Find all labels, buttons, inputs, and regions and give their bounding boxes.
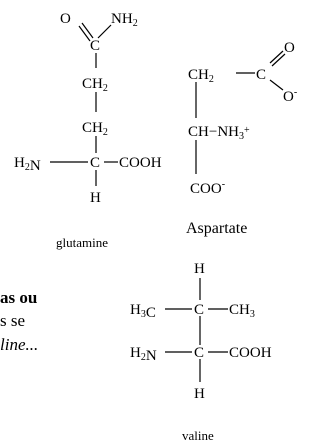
aspartate-caption: Aspartate: [186, 220, 247, 237]
glutamine-alpha-carbon: C: [90, 155, 100, 171]
glutamine-ch2-upper: CH2: [82, 76, 108, 94]
valine-lower-carbon: C: [194, 345, 204, 361]
valine-h2n-group: H2N: [130, 345, 157, 364]
valine-caption: valine: [182, 428, 214, 443]
valine-structure: [165, 278, 228, 382]
valine-upper-carbon: C: [194, 302, 204, 318]
glutamine-ch2-lower: CH2: [82, 120, 108, 138]
valine-h-bottom: H: [194, 386, 205, 402]
aspartate-o-double: O: [284, 40, 295, 56]
cut-text-line-2: s se: [0, 311, 26, 330]
glutamine-structure: [50, 22, 118, 186]
valine-h3c-group: H3C: [130, 302, 156, 321]
valine-h-top: H: [194, 261, 205, 277]
aspartate-carboxyl-carbon: C: [256, 67, 266, 83]
aspartate-structure: [195, 50, 286, 174]
glutamine-carbonyl-carbon: C: [90, 38, 100, 54]
valine-cooh-group: COOH: [229, 345, 272, 361]
glutamine-caption: glutamine: [56, 235, 108, 250]
glutamine-cooh-group: COOH: [119, 155, 162, 171]
glutamine-nh2-group: NH2: [111, 11, 138, 29]
cut-text-line-3: line...: [0, 335, 39, 354]
glutamine-o-atom: O: [60, 11, 71, 27]
aspartate-coo-group: COO-: [190, 179, 225, 197]
glutamine-h-atom: H: [90, 190, 101, 206]
aspartate-o-minus: O-: [283, 87, 297, 105]
glutamine-h2n-group: H2N: [14, 155, 41, 174]
aspartate-ch2-group: CH2: [188, 67, 214, 85]
cut-text-line-1: as ou: [0, 288, 38, 307]
valine-ch3-group: CH3: [229, 302, 255, 320]
aspartate-ch-nh3-group: CH−NH3+: [188, 124, 250, 142]
